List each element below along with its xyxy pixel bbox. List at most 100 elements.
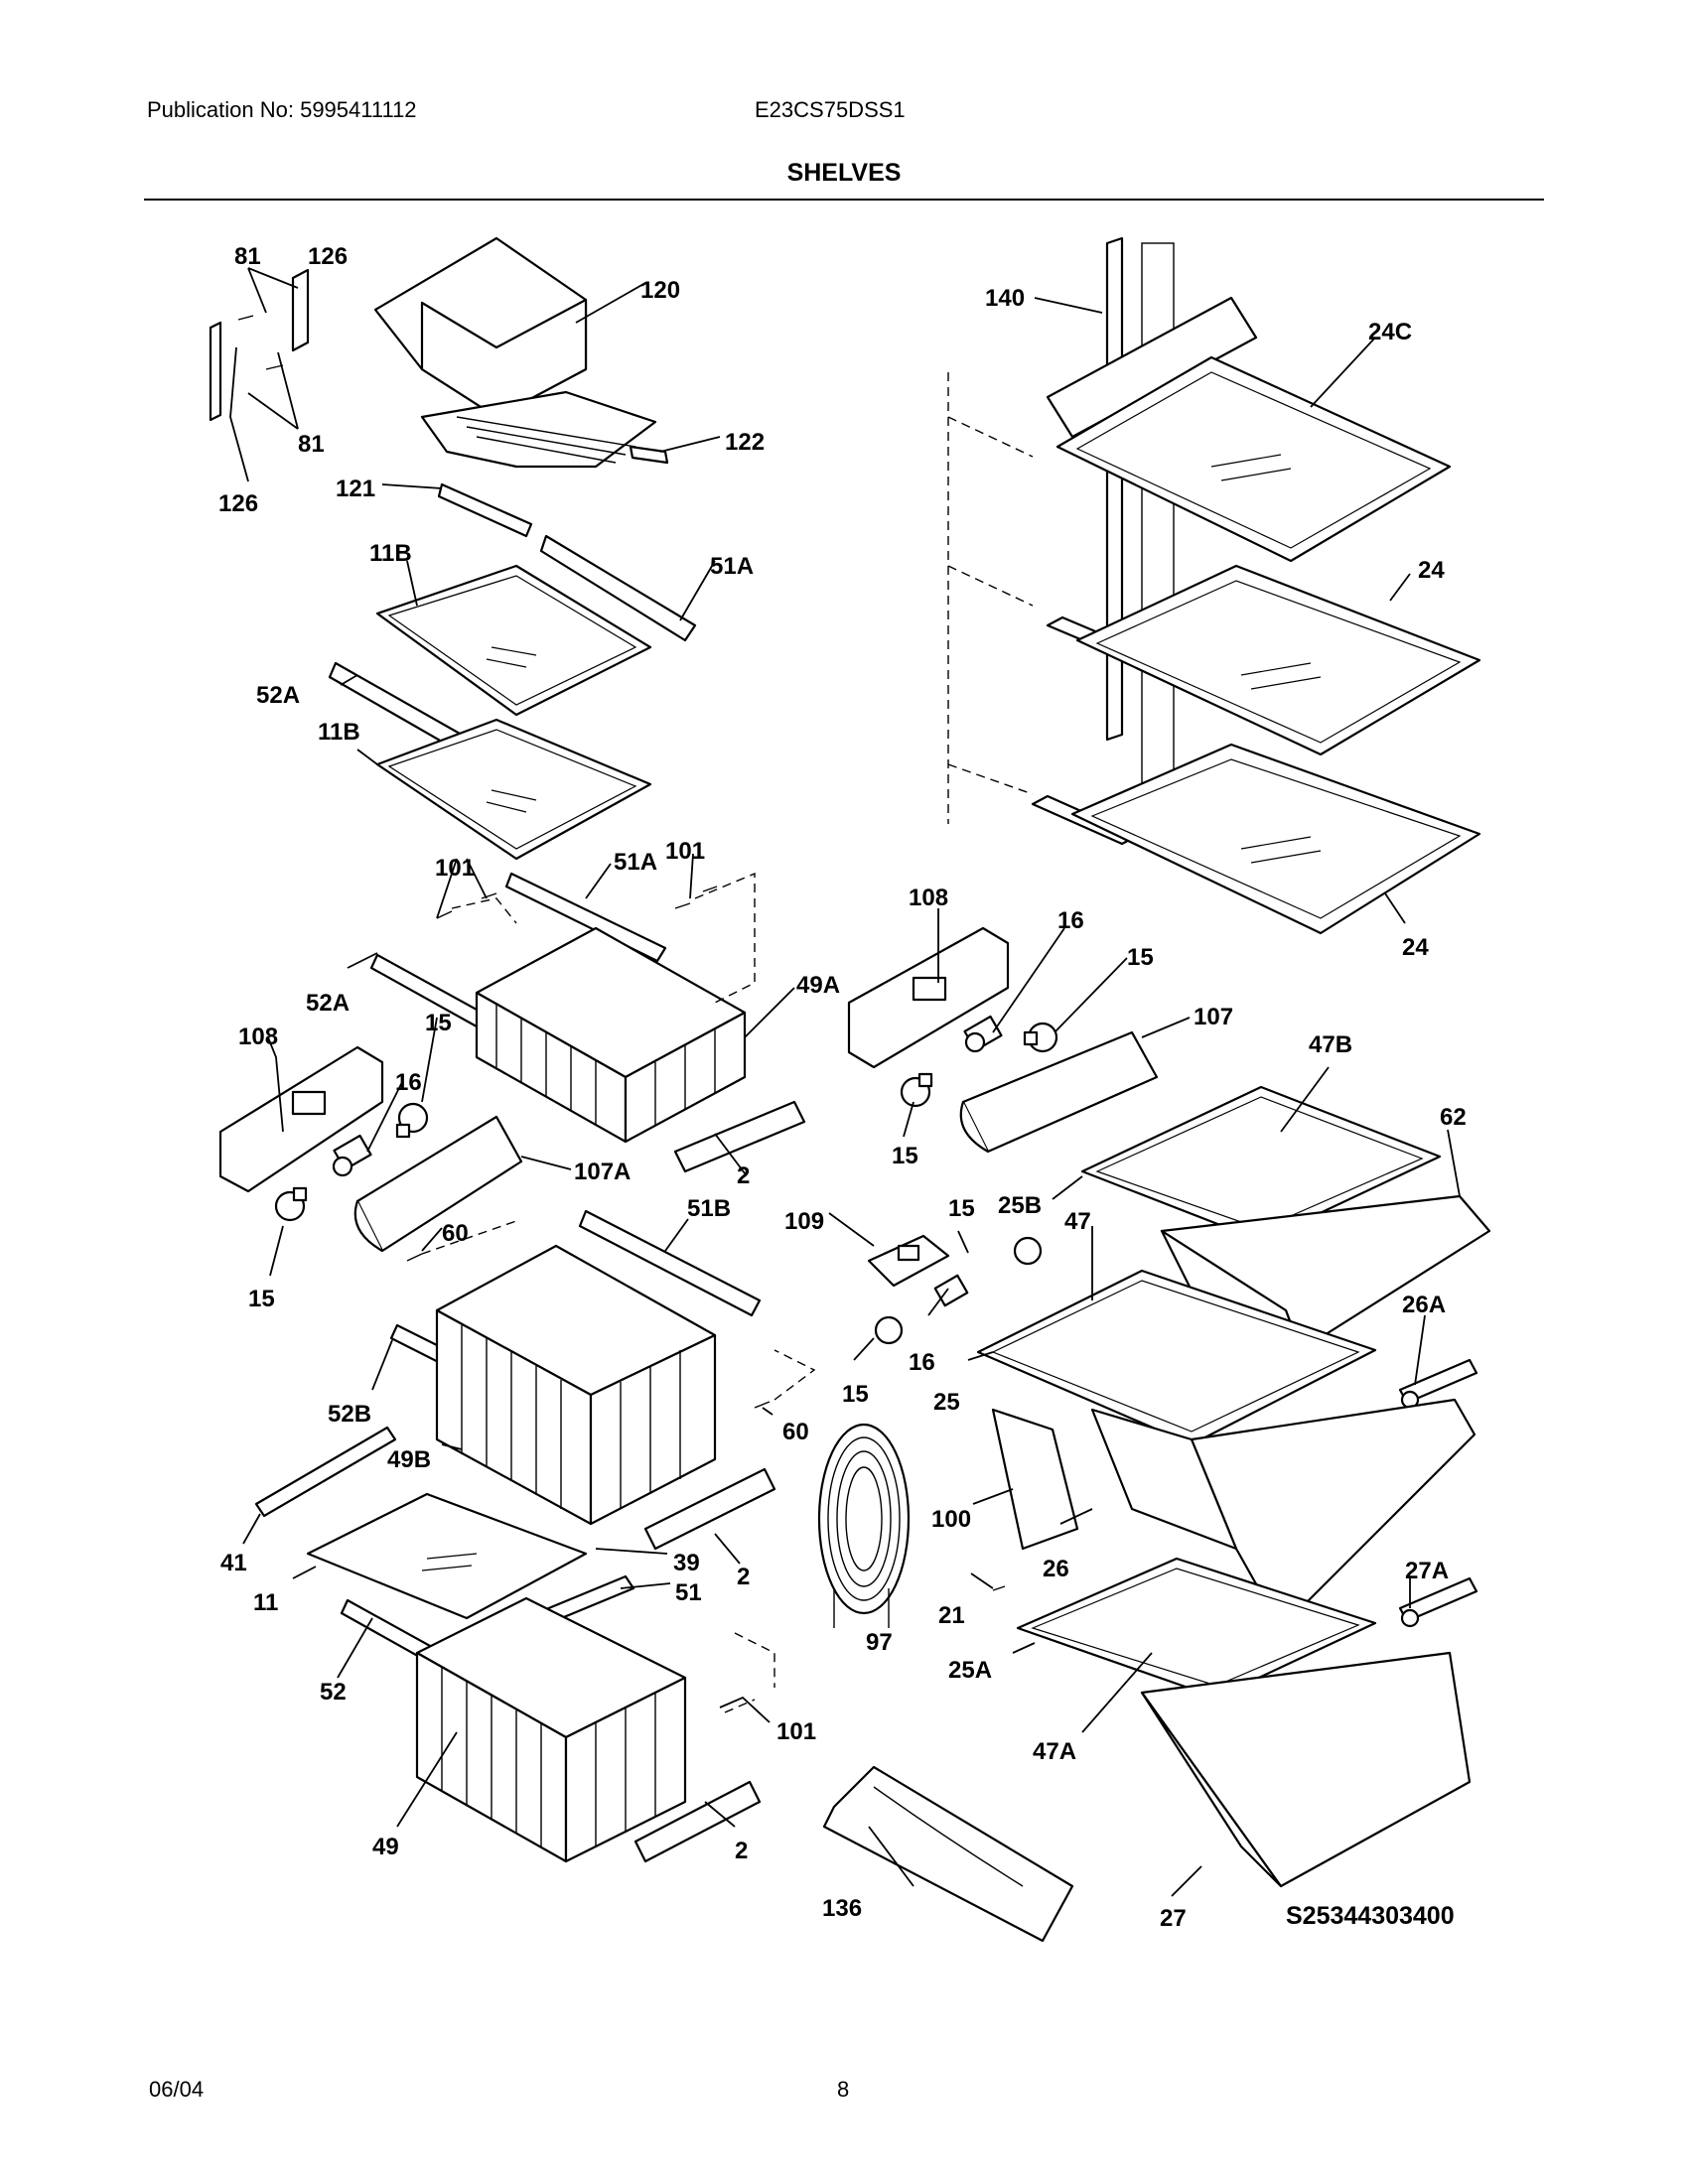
- callout-15: 15: [892, 1143, 918, 1169]
- light-shield-107: [959, 1030, 1159, 1154]
- light-housing-108-right: [847, 926, 1010, 1069]
- callout-2: 2: [737, 1162, 750, 1189]
- callout-51A: 51A: [710, 553, 754, 580]
- callout-15: 15: [948, 1195, 975, 1222]
- callout-52B: 52B: [328, 1401, 371, 1428]
- callout-126: 126: [218, 490, 258, 517]
- callout-24: 24: [1418, 557, 1445, 584]
- callout-16: 16: [1057, 907, 1084, 934]
- callout-52A: 52A: [306, 990, 350, 1017]
- light-bulb-15-left-top: [395, 1102, 429, 1139]
- callout-121: 121: [336, 476, 375, 502]
- glass-shelf-11B-upper: [375, 564, 652, 717]
- bracket-121: [437, 482, 533, 538]
- drawing-code: S25344303400: [1286, 1902, 1455, 1930]
- callout-47A: 47A: [1033, 1738, 1076, 1765]
- callout-60: 60: [782, 1419, 809, 1445]
- callout-107: 107: [1194, 1004, 1233, 1030]
- slide-122: [629, 445, 669, 465]
- shelf-rail-51A-upper: [539, 534, 697, 642]
- leader-lines: [229, 267, 1461, 1897]
- callout-100: 100: [931, 1506, 971, 1533]
- callout-21: 21: [938, 1602, 965, 1629]
- callout-101: 101: [435, 855, 475, 882]
- callout-140: 140: [985, 285, 1025, 312]
- shelf-rail-51B: [578, 1209, 762, 1317]
- shelf-rail-41: [254, 1426, 397, 1518]
- callout-15: 15: [1127, 944, 1154, 971]
- callout-97: 97: [866, 1629, 893, 1656]
- shelf-rail-51A-basket: [504, 872, 667, 963]
- callout-51B: 51B: [687, 1195, 731, 1222]
- callout-11B: 11B: [318, 719, 360, 746]
- callout-11B: 11B: [369, 540, 412, 567]
- callout-2: 2: [737, 1564, 750, 1590]
- callout-24: 24: [1402, 934, 1429, 961]
- callout-47B: 47B: [1309, 1031, 1352, 1058]
- light-housing-109: [867, 1234, 950, 1288]
- light-housing-108-left: [218, 1045, 384, 1193]
- callout-11: 11: [253, 1589, 278, 1616]
- divider-100: [991, 1408, 1079, 1551]
- callout-27: 27: [1160, 1905, 1187, 1932]
- callout-41: 41: [220, 1550, 247, 1576]
- callout-47: 47: [1064, 1208, 1091, 1235]
- glass-shelf-11B-lower: [375, 718, 652, 861]
- callout-62: 62: [1440, 1104, 1467, 1131]
- section-title: SHELVES: [786, 159, 902, 187]
- crisper-drawer-27: [1140, 1651, 1472, 1888]
- light-bulb-15-right-bottom: [900, 1072, 933, 1108]
- callout-52A: 52A: [256, 682, 300, 709]
- screw-21: [992, 1585, 1006, 1591]
- trim-2-middle: [643, 1467, 776, 1551]
- wire-basket-49: [415, 1596, 687, 1863]
- light-bulb-15-center-top: [1013, 1236, 1043, 1266]
- callout-122: 122: [725, 429, 765, 456]
- callout-25: 25: [933, 1389, 960, 1416]
- light-bulb-15-right-top: [1023, 1022, 1058, 1053]
- mounting-rail-126-upper: [291, 268, 310, 352]
- callout-81: 81: [234, 243, 261, 270]
- callout-108: 108: [238, 1024, 278, 1050]
- callout-109: 109: [784, 1208, 824, 1235]
- callout-108: 108: [909, 885, 948, 911]
- callout-60: 60: [442, 1220, 469, 1247]
- callout-16: 16: [395, 1069, 422, 1096]
- callout-126: 126: [308, 243, 348, 270]
- callout-24C: 24C: [1368, 319, 1412, 345]
- screw-60: [406, 1253, 771, 1409]
- header-rule: [144, 199, 1544, 201]
- callout-15: 15: [248, 1286, 275, 1312]
- mounting-rail-126-lower: [209, 321, 222, 422]
- callout-2: 2: [735, 1838, 748, 1864]
- glass-shelf-11: [306, 1492, 588, 1620]
- publication-number: Publication No: 5995411112: [147, 97, 417, 122]
- callout-120: 120: [640, 277, 680, 304]
- dairy-door-136: [822, 1765, 1074, 1943]
- trim-2-lower: [633, 1780, 762, 1863]
- callout-51: 51: [675, 1579, 702, 1606]
- callout-81: 81: [298, 431, 325, 458]
- crisper-cover-47B: [1080, 1085, 1442, 1243]
- footer-date: 06/04: [149, 2077, 205, 2102]
- callout-101: 101: [665, 838, 705, 865]
- glass-shelf-24-upper: [1046, 564, 1481, 756]
- callout-39: 39: [673, 1550, 700, 1576]
- trim-2-upper: [673, 1100, 806, 1173]
- callout-107A: 107A: [574, 1159, 631, 1185]
- light-bulb-15-left-bottom: [274, 1186, 308, 1222]
- wire-basket-49B: [435, 1244, 717, 1526]
- condenser-coil-97: [817, 1423, 911, 1628]
- glass-shelf-24-lower: [1031, 743, 1481, 935]
- crisper-cover-47A: [1016, 1557, 1377, 1700]
- callout-101: 101: [776, 1718, 816, 1745]
- light-shield-107A: [353, 1115, 523, 1253]
- page-number: 8: [837, 2077, 850, 2102]
- callout-52: 52: [320, 1679, 347, 1706]
- callout-25A: 25A: [948, 1657, 992, 1684]
- callout-15: 15: [842, 1381, 869, 1408]
- callout-16: 16: [909, 1349, 935, 1376]
- screw-101: [436, 886, 718, 919]
- callout-49: 49: [372, 1834, 399, 1860]
